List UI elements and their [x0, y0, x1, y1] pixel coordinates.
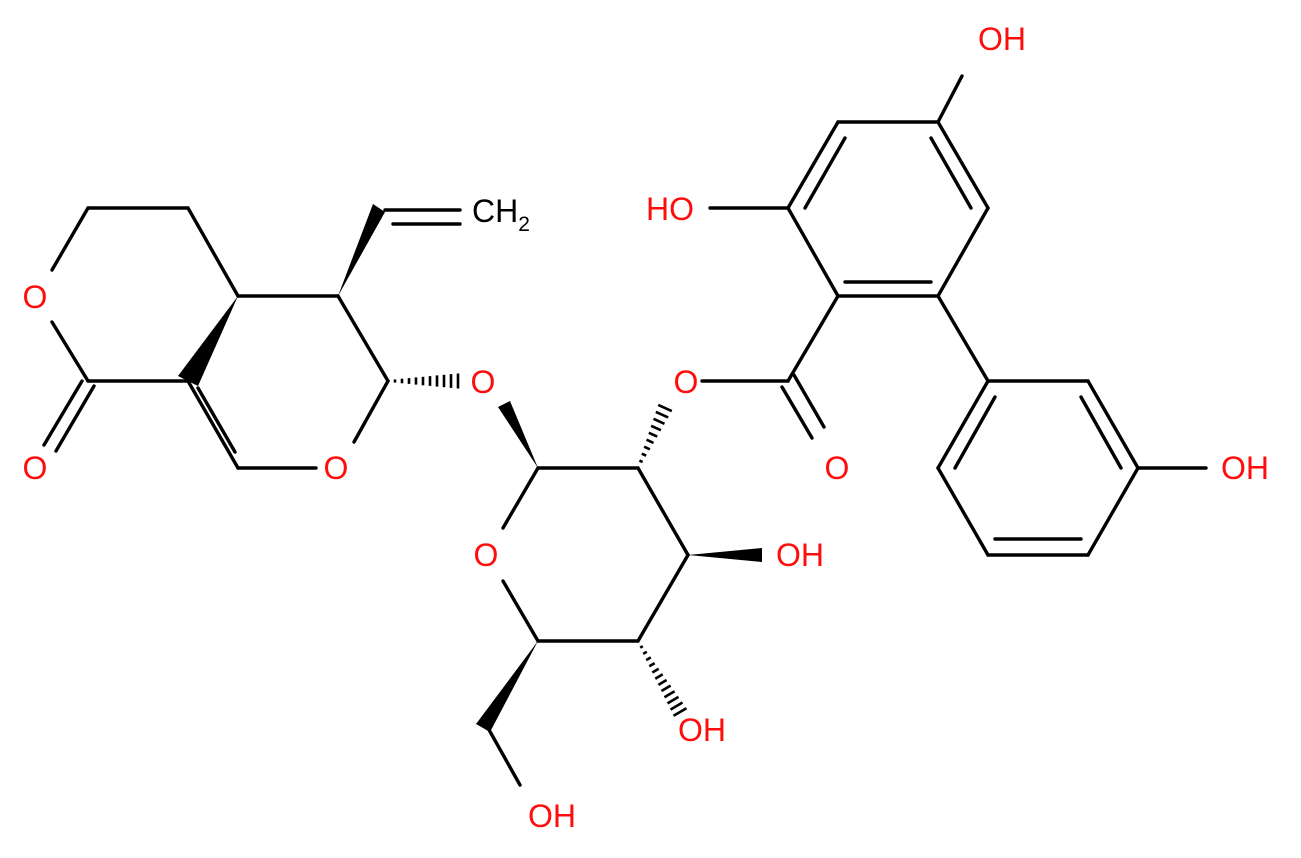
atom-o-lactone-ring: O — [23, 279, 48, 315]
atom-o-ester-single: O — [674, 364, 699, 400]
hash-stroke — [639, 644, 644, 649]
ch-label: CH — [472, 193, 518, 229]
bond — [1086, 379, 1140, 470]
atom-oh-sugar-6: OH — [528, 798, 576, 834]
hash-stroke — [663, 690, 676, 699]
bond — [501, 579, 540, 643]
hash-stroke — [642, 650, 648, 656]
bond — [786, 294, 840, 383]
atom-oh-sugar-3: OH — [776, 537, 824, 573]
bond — [42, 379, 84, 447]
bond — [486, 726, 522, 787]
bond — [1086, 466, 1140, 557]
bond — [352, 379, 390, 444]
bond — [50, 206, 90, 272]
hash-stroke — [669, 701, 684, 711]
atom-o-sugar-ring: O — [474, 537, 499, 573]
atom-labels: O O O O O O O OH HO OH OH OH OH CH2 — [23, 21, 1269, 834]
bond — [786, 120, 840, 210]
bond — [196, 386, 237, 454]
hash-stroke — [641, 452, 647, 457]
bond — [636, 466, 690, 557]
atom-vinyl-ch2: CH2 — [472, 193, 530, 236]
bond — [792, 373, 826, 429]
atom-o-lactone-carbonyl: O — [23, 450, 48, 486]
bond — [936, 379, 990, 470]
bond — [936, 120, 990, 210]
hash-stroke — [648, 661, 656, 668]
hash-stroke — [645, 438, 655, 445]
stereo-wedges — [178, 204, 762, 732]
bond — [54, 384, 96, 453]
bond — [953, 395, 997, 470]
atom-o-ester-carbonyl: O — [825, 450, 850, 486]
hash-stroke — [655, 410, 669, 419]
hash-stroke — [650, 424, 662, 432]
bond — [936, 294, 990, 383]
bond — [336, 294, 390, 383]
atom-oh-right-ring: OH — [1221, 450, 1269, 486]
wedge-bond — [338, 204, 385, 296]
wedge-bond — [476, 641, 538, 732]
bond — [786, 206, 840, 298]
hash-stroke — [660, 684, 672, 693]
atom-oh-top: OH — [978, 21, 1026, 57]
bond — [936, 206, 990, 298]
bond — [936, 466, 990, 557]
bond — [780, 385, 814, 440]
wedge-bond — [178, 296, 238, 386]
bond — [186, 206, 240, 298]
wedge-bond — [688, 548, 762, 562]
hash-stroke — [654, 673, 664, 680]
bond — [929, 136, 973, 210]
bond-lines — [42, 74, 1208, 787]
atom-oh-phenol-left: HO — [646, 191, 694, 227]
hash-stroke — [648, 431, 658, 438]
bond — [1079, 395, 1123, 470]
hash-stroke — [645, 656, 652, 662]
bond — [50, 320, 90, 383]
hash-stroke — [651, 667, 660, 674]
hash-stroke — [657, 678, 668, 687]
bond — [186, 379, 240, 470]
subscript-2: 2 — [518, 213, 530, 236]
atom-o-glycoside-link: O — [471, 364, 496, 400]
bond — [803, 136, 847, 210]
bond — [636, 553, 690, 643]
hash-stroke — [638, 459, 644, 464]
hash-stroke — [643, 445, 651, 451]
hash-stroke — [652, 417, 666, 425]
bond — [501, 466, 540, 530]
bond — [936, 74, 964, 124]
hash-stroke — [657, 403, 673, 413]
hashed-bonds — [393, 373, 688, 717]
wedge-bond — [498, 401, 538, 468]
atom-oh-sugar-4: OH — [678, 712, 726, 748]
atom-o-dihydropyran: O — [324, 450, 349, 486]
hash-stroke — [666, 695, 680, 705]
hash-stroke — [672, 707, 688, 717]
